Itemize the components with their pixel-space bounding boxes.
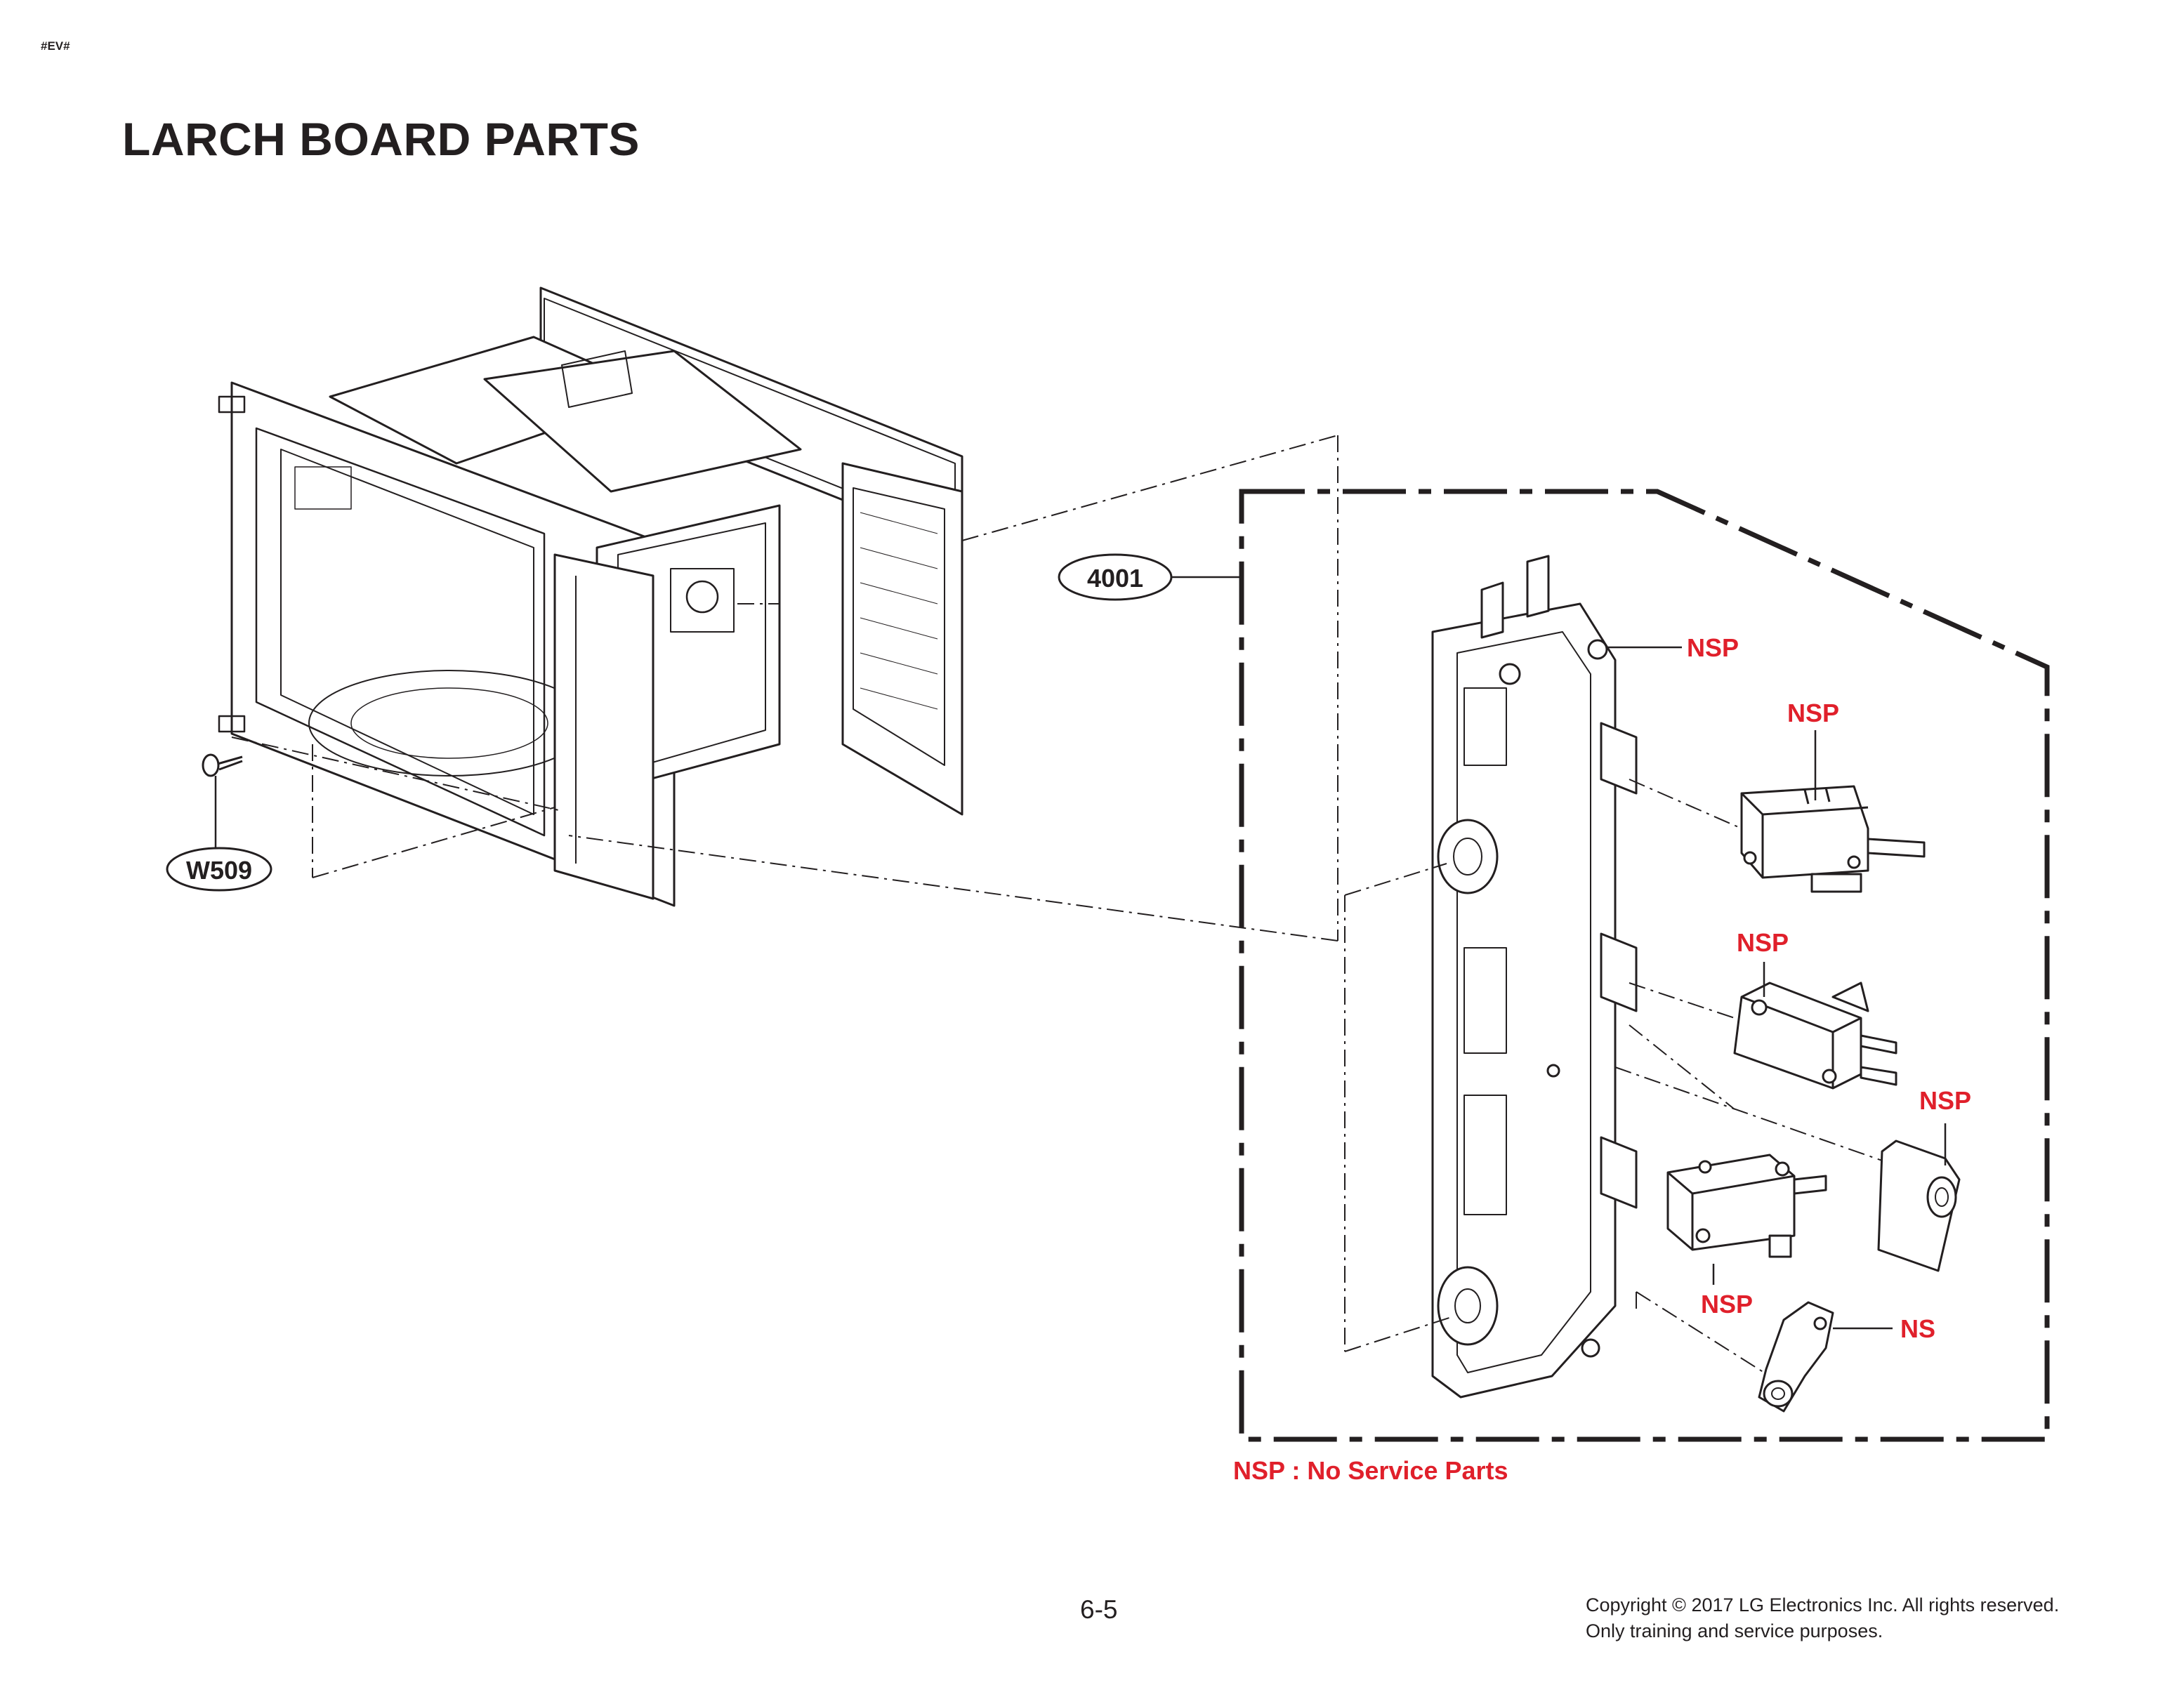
- cabinet-leaders: [231, 435, 1338, 941]
- corner-tag: #EV#: [41, 39, 70, 53]
- micro-switch-2: [1733, 982, 1897, 1090]
- screw-w509: [202, 753, 243, 777]
- page-number: 6-5: [1080, 1595, 1118, 1624]
- callout-w509-label: W509: [186, 856, 252, 885]
- nsp-legend-note: NSP : No Service Parts: [1233, 1456, 1508, 1485]
- micro-switch-1: [1740, 785, 1926, 893]
- part-label-nsp-3: NSP: [1737, 928, 1789, 957]
- detail-box: [1239, 489, 2050, 1442]
- callout-w509: [166, 776, 272, 892]
- copyright-notice: Copyright © 2017 LG Electronics Inc. All…: [1586, 1592, 2059, 1644]
- copyright-line-2: Only training and service purposes.: [1586, 1620, 1883, 1641]
- part-label-ns: NS: [1900, 1314, 1935, 1343]
- part-label-nsp-4: NSP: [1919, 1086, 1971, 1115]
- larch-board-bracket: [1431, 555, 1638, 1399]
- callout-4001: [1058, 553, 1239, 601]
- page-title: LARCH BOARD PARTS: [122, 113, 640, 165]
- part-label-nsp-2: NSP: [1787, 699, 1839, 727]
- part-label-leaders: [1608, 646, 1947, 1330]
- callout-4001-label: 4001: [1087, 564, 1143, 593]
- part-label-nsp-5: NSP: [1701, 1290, 1753, 1319]
- microwave-cabinet: [218, 286, 963, 907]
- micro-switch-3: [1666, 1154, 1827, 1258]
- latch-hook: [1758, 1301, 1834, 1413]
- detail-leaders: [1344, 779, 1897, 1377]
- vent-mesh: [860, 512, 938, 710]
- switch-lever: [1877, 1139, 1961, 1272]
- copyright-line-1: Copyright © 2017 LG Electronics Inc. All…: [1586, 1594, 2060, 1615]
- part-label-nsp-1: NSP: [1687, 633, 1739, 662]
